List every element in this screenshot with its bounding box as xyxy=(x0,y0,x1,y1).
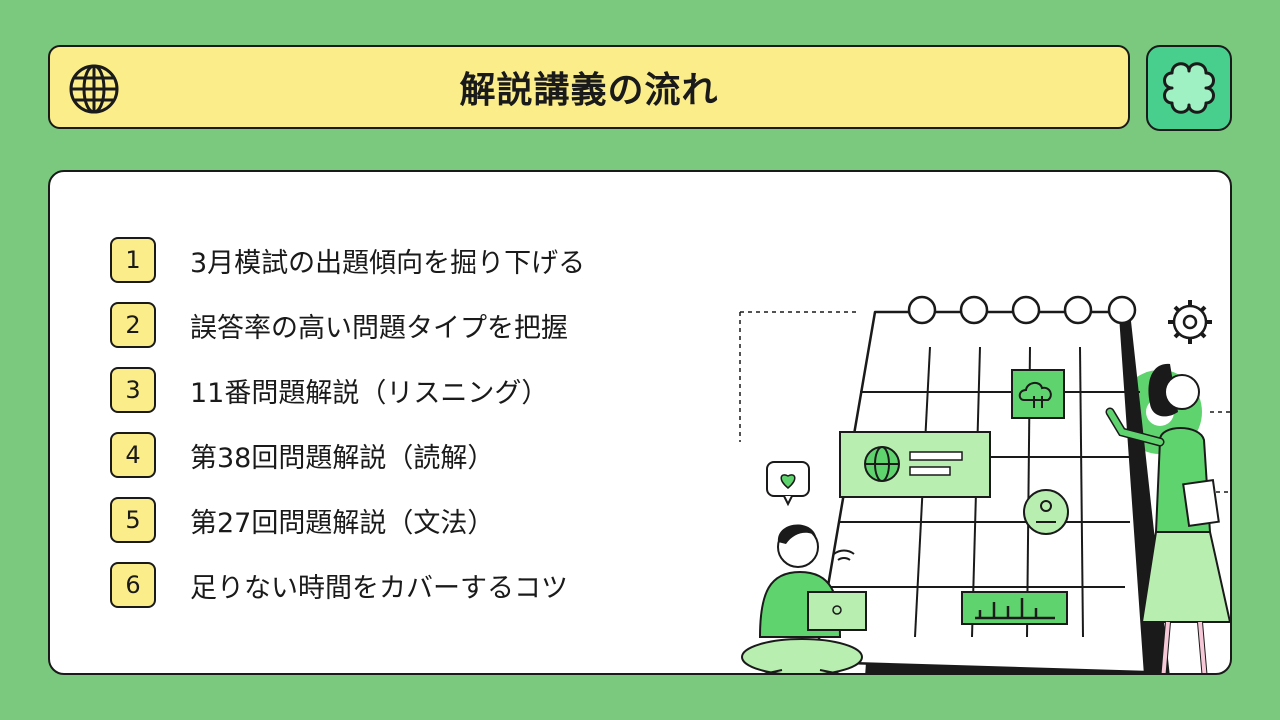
standing-person xyxy=(1105,363,1230,673)
page-title: 解説講義の流れ xyxy=(459,70,719,111)
number-badge: 2 xyxy=(110,302,156,348)
clover-badge xyxy=(1146,45,1232,131)
calendar-rings xyxy=(907,295,1137,325)
heart-bubble-icon xyxy=(766,461,810,507)
globe-icon xyxy=(69,64,119,114)
agenda-item: 5 第27回問題解説（文法） xyxy=(110,496,585,544)
calendar-illustration xyxy=(739,295,1230,673)
number-badge: 4 xyxy=(110,432,156,478)
agenda-item: 3 11番問題解説（リスニング） xyxy=(110,366,585,414)
agenda-item-text: 3月模試の出題傾向を掘り下げる xyxy=(190,247,586,279)
agenda-item-text: 誤答率の高い問題タイプを把握 xyxy=(190,312,568,344)
gear-icon xyxy=(1168,300,1212,344)
bar-chart-icon xyxy=(961,591,1068,625)
agenda-list: 1 3月模試の出題傾向を掘り下げる 2 誤答率の高い問題タイプを把握 3 11番… xyxy=(110,236,585,626)
number-badge: 5 xyxy=(110,497,156,543)
header-bar: 解説講義の流れ xyxy=(48,45,1130,129)
content-card: 1 3月模試の出題傾向を掘り下げる 2 誤答率の高い問題タイプを把握 3 11番… xyxy=(48,170,1232,675)
info-card xyxy=(839,431,991,498)
number-badge: 1 xyxy=(110,237,156,283)
number-badge: 3 xyxy=(110,367,156,413)
number-badge: 6 xyxy=(110,562,156,608)
agenda-item-text: 第27回問題解説（文法） xyxy=(190,507,495,539)
agenda-item: 2 誤答率の高い問題タイプを把握 xyxy=(110,301,585,349)
agenda-item: 6 足りない時間をカバーするコツ xyxy=(110,561,585,609)
agenda-item: 1 3月模試の出題傾向を掘り下げる xyxy=(110,236,585,284)
agenda-item-text: 第38回問題解説（読解） xyxy=(190,442,495,474)
agenda-item: 4 第38回問題解説（読解） xyxy=(110,431,585,479)
clover-icon xyxy=(1163,62,1215,114)
agenda-item-text: 足りない時間をカバーするコツ xyxy=(190,572,568,604)
user-icon xyxy=(1023,489,1069,535)
cloud-sync-icon xyxy=(1011,369,1065,419)
sitting-person xyxy=(741,524,867,673)
agenda-item-text: 11番問題解説（リスニング） xyxy=(190,377,549,409)
